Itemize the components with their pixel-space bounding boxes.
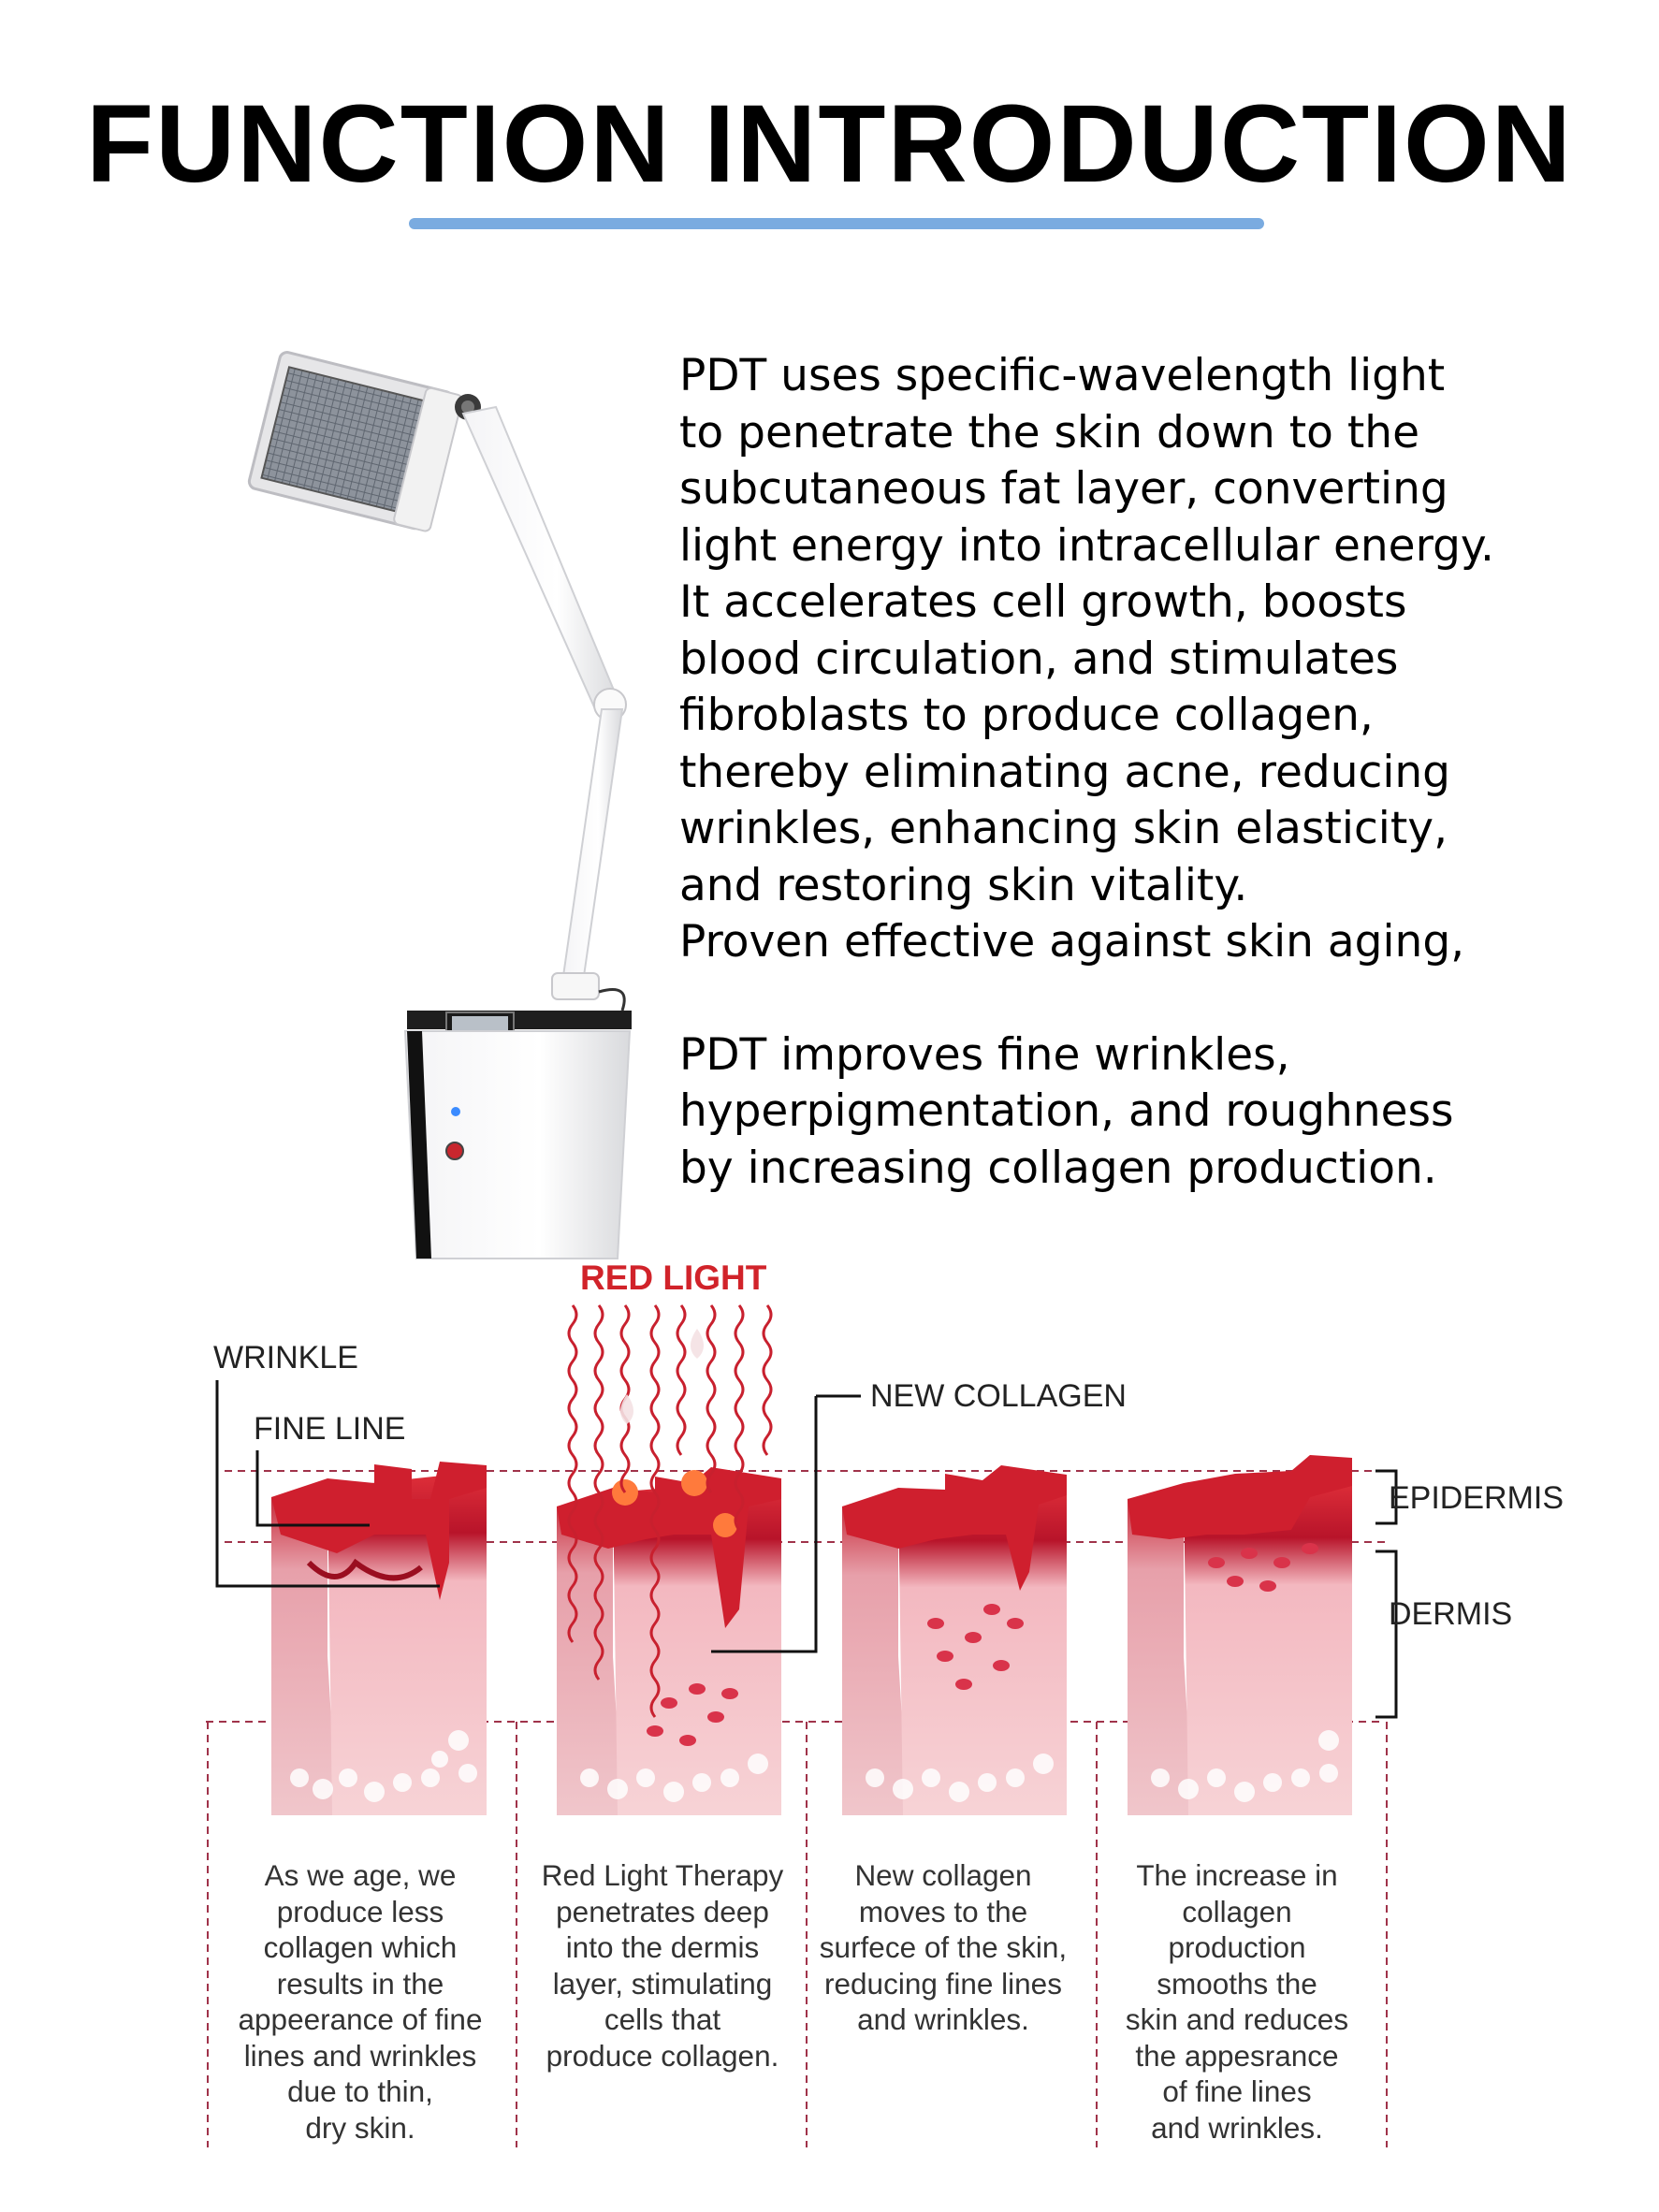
skin-block-red-light	[557, 1304, 781, 1815]
dermis-label: DERMIS	[1389, 1596, 1512, 1632]
wrinkle-label: WRINKLE	[213, 1340, 358, 1375]
intro-text: PDT uses specific-wavelength light to pe…	[679, 348, 1624, 1197]
collagen-skin-diagram: RED LIGHT WRINKLE FINE LINE NEW COLLAGEN…	[206, 1259, 1564, 2147]
caption-smooth: The increase in collagen production smoo…	[1125, 1858, 1349, 2145]
intro-paragraph-1: PDT uses specific-wavelength light to pe…	[679, 350, 1494, 968]
skin-block-smooth	[1128, 1455, 1352, 1815]
caption-new-collagen: New collagen moves to the surfece of the…	[819, 1858, 1068, 2036]
new-collagen-label: NEW COLLAGEN	[870, 1378, 1127, 1414]
column-separators	[207, 1722, 1388, 2147]
epidermis-label: EPIDERMIS	[1389, 1480, 1564, 1516]
caption-aged: As we age, we produce less collagen whic…	[238, 1858, 483, 2145]
page-title: FUNCTION INTRODUCTION	[86, 82, 1573, 206]
fine-line-label: FINE LINE	[254, 1411, 405, 1447]
light-panel	[247, 351, 463, 532]
skin-block-new-collagen	[842, 1465, 1067, 1815]
red-light-label: RED LIGHT	[580, 1259, 767, 1297]
caption-red-light: Red Light Therapy penetrates deep into t…	[541, 1858, 784, 2073]
leader-lines	[215, 1380, 1398, 1719]
title-underline	[409, 218, 1264, 229]
skin-block-aged	[271, 1462, 487, 1815]
pdt-device-illustration	[247, 351, 632, 1259]
intro-paragraph-2: PDT improves fine wrinkles, hyperpigment…	[679, 1028, 1454, 1194]
